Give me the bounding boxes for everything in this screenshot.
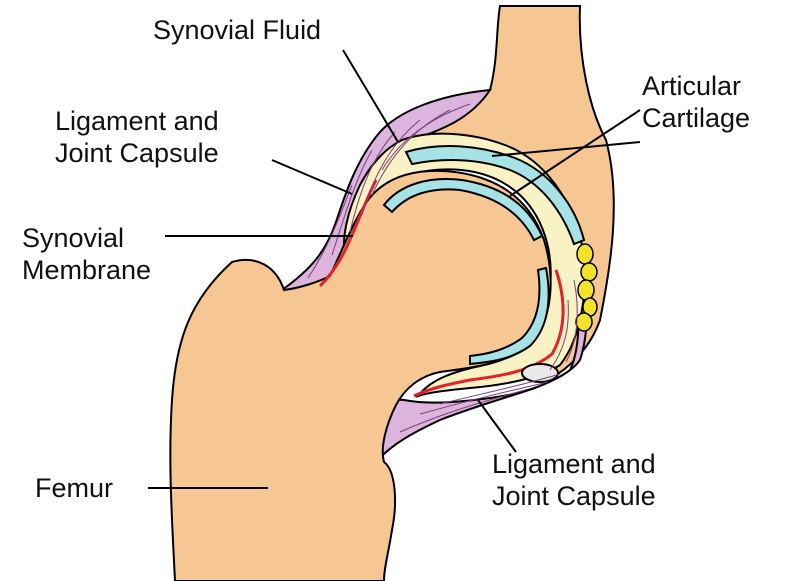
label-synovial-fluid: Synovial Fluid [153, 14, 321, 46]
leader-ligament-upper [271, 159, 353, 195]
label-line: Articular [642, 71, 742, 101]
label-line: Synovial Fluid [153, 15, 322, 45]
leader-synovial-fluid [342, 49, 399, 143]
label-ligament-upper: Ligament and Joint Capsule [55, 105, 219, 169]
cartilage-femoral-head [382, 178, 544, 242]
cartilage-acetabular [404, 145, 586, 246]
leader-lines [148, 49, 641, 489]
label-line: Joint Capsule [492, 481, 656, 511]
label-femur: Femur [35, 472, 113, 504]
leader-cartilage-1 [491, 141, 641, 157]
ligament-fibers [307, 103, 578, 433]
fat-pad [575, 243, 598, 332]
label-line: Cartilage [642, 103, 751, 133]
label-line: Ligament and [55, 106, 219, 136]
cartilage-femoral-head-lower [469, 266, 550, 366]
label-line: Membrane [22, 255, 152, 285]
leader-cartilage-2 [509, 109, 641, 197]
label-line: Synovial [22, 223, 125, 253]
label-articular-cartilage: Articular Cartilage [642, 70, 750, 134]
label-line: Femur [35, 473, 114, 503]
leader-ligament-lower [477, 399, 517, 453]
label-synovial-membrane: Synovial Membrane [22, 222, 151, 286]
label-line: Joint Capsule [55, 138, 219, 168]
femur-bone [169, 169, 552, 581]
label-ligament-lower: Ligament and Joint Capsule [492, 448, 656, 512]
label-line: Ligament and [492, 449, 656, 479]
